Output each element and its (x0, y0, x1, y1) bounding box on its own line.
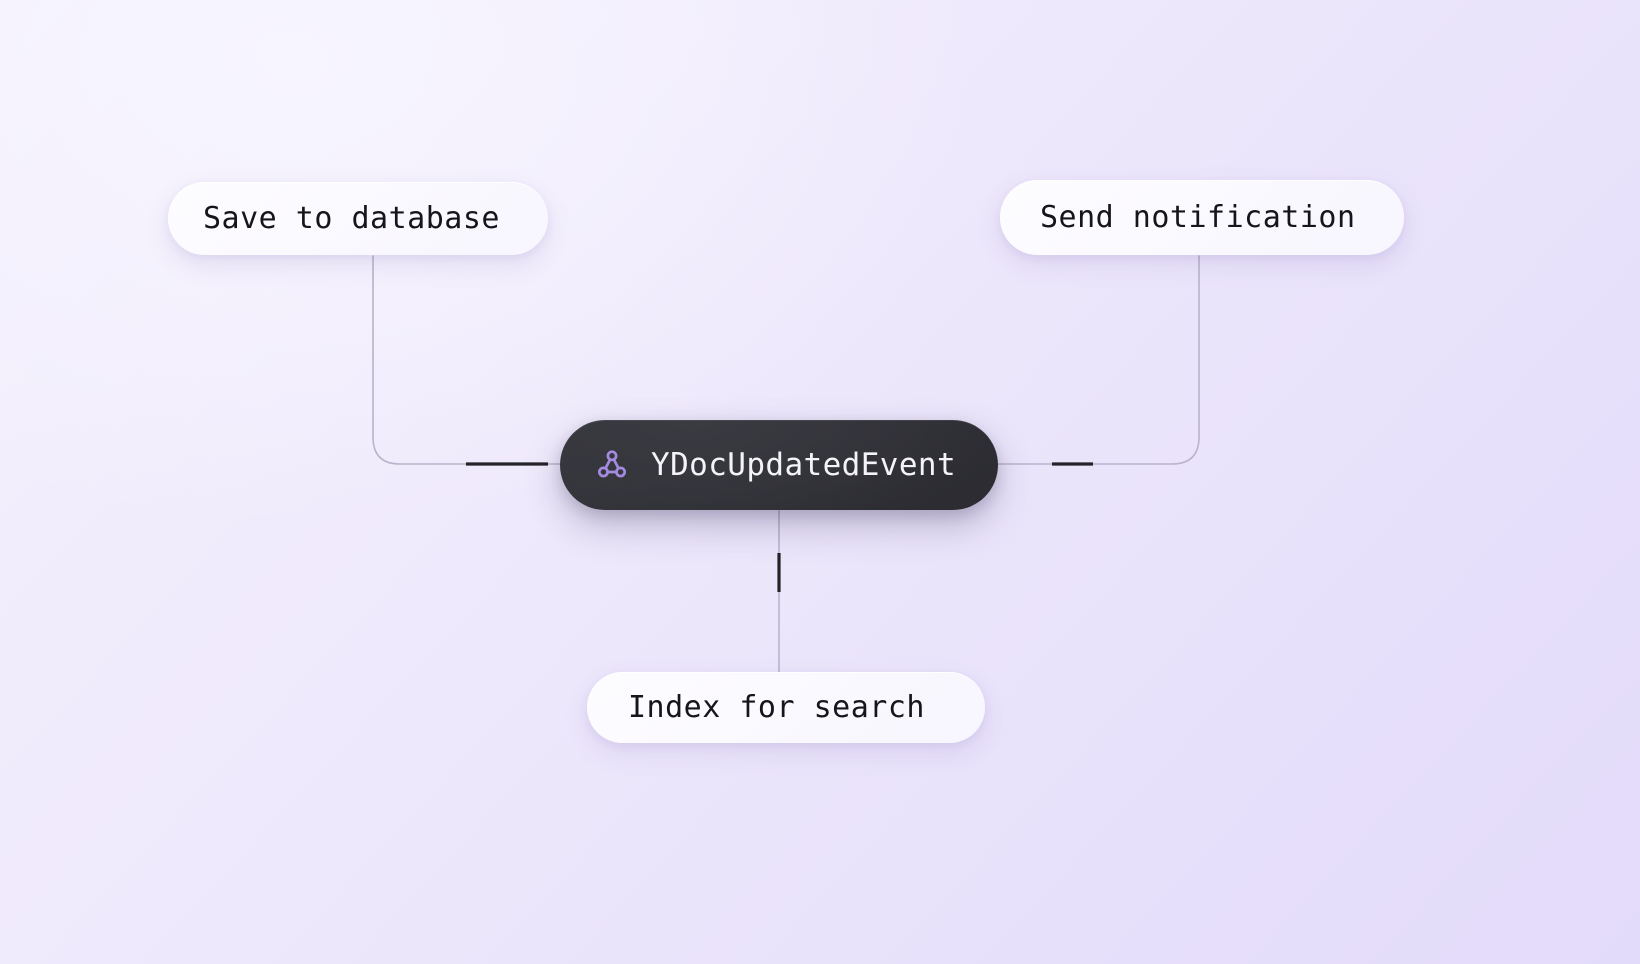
node-save-to-database[interactable]: Save to database (168, 182, 548, 255)
node-send-notification[interactable]: Send notification (1000, 180, 1404, 255)
node-send-notification-label: Send notification (1040, 200, 1356, 235)
node-index-for-search-label: Index for search (628, 690, 925, 725)
webhook-icon (597, 450, 627, 478)
node-index-for-search[interactable]: Index for search (587, 672, 985, 743)
node-ydocupdatedevent-label: YDocUpdatedEvent (651, 447, 957, 483)
node-ydocupdatedevent[interactable]: YDocUpdatedEvent (560, 420, 998, 510)
edge-notify (997, 255, 1200, 466)
edge-save (372, 255, 563, 466)
node-save-to-database-label: Save to database (203, 201, 500, 236)
